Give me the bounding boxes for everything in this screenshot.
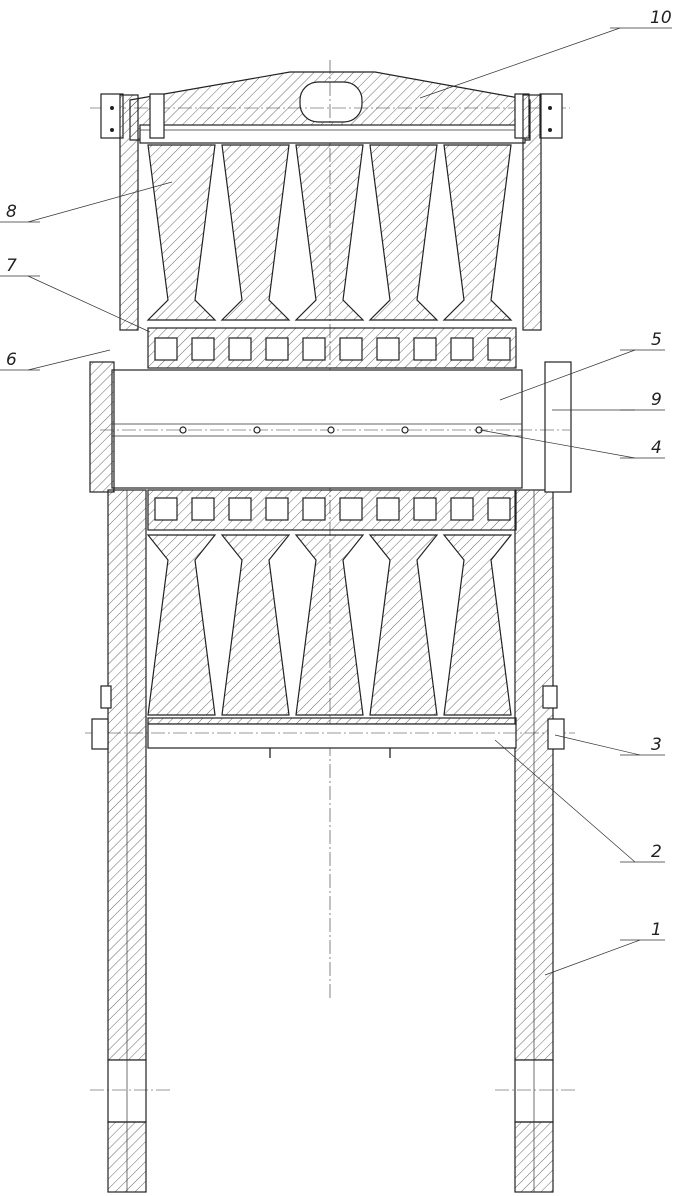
left-side-plate: [107, 94, 147, 1193]
callout-1: 1: [651, 920, 662, 940]
callout-2: 2: [651, 842, 662, 862]
callout-labels: 1 2 3 4 5 6 7 8 9 10: [6, 8, 672, 940]
callout-3: 3: [651, 735, 662, 755]
callout-5: 5: [651, 330, 662, 350]
callout-9: 9: [651, 390, 662, 410]
upper-sheaves: [146, 144, 513, 321]
top-beam: [90, 60, 570, 1000]
callout-6: 6: [6, 350, 17, 370]
bottom-tie-rod: [85, 685, 575, 758]
leader-lines: [0, 27, 672, 976]
callout-7: 7: [6, 256, 17, 276]
callout-10: 10: [650, 8, 672, 28]
callout-4: 4: [651, 438, 662, 458]
upper-bearings: [147, 327, 517, 369]
main-axle: [89, 361, 572, 493]
callout-8: 8: [6, 202, 17, 222]
lower-sheaves: [146, 534, 513, 716]
right-side-plate: [90, 94, 575, 1193]
lower-bearings: [147, 489, 517, 531]
